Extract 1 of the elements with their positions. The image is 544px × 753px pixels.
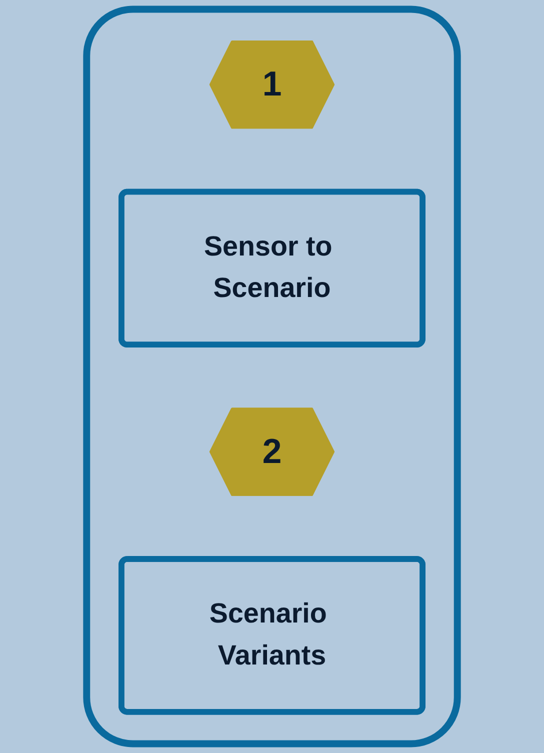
- cluster: [83, 6, 461, 748]
